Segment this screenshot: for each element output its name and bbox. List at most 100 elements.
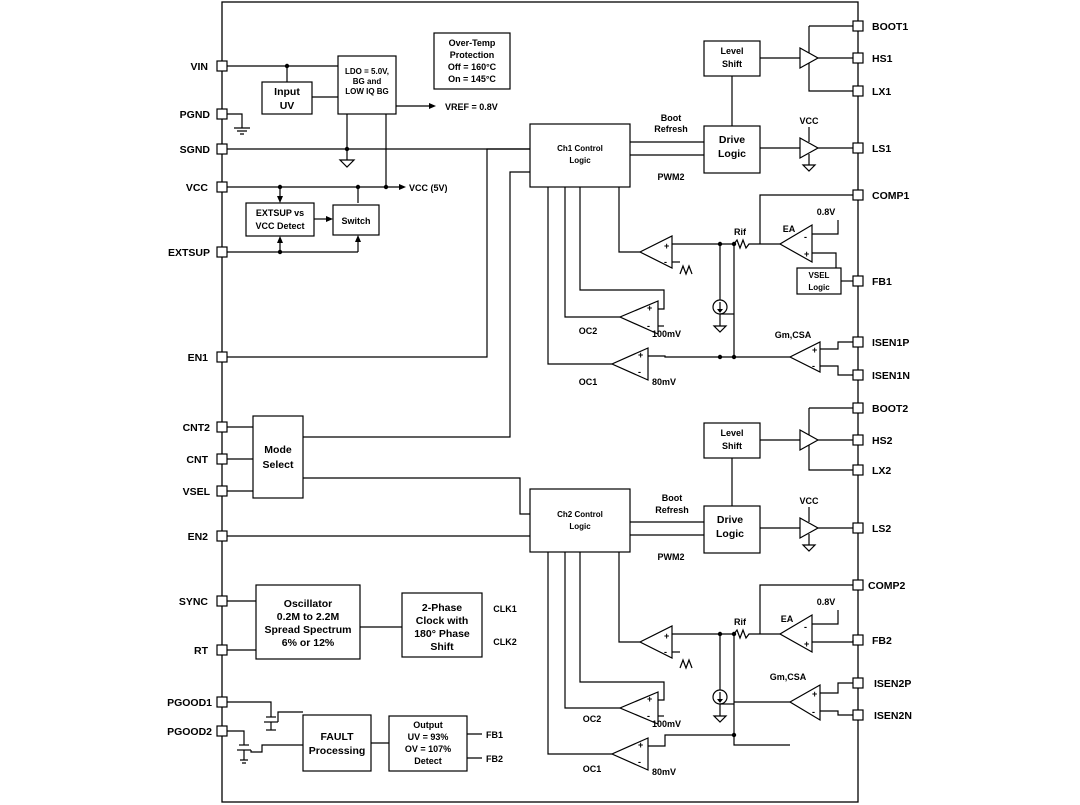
pin-label-isen2n: ISEN2N: [874, 710, 912, 722]
osc-line4: 6% or 12%: [282, 637, 335, 649]
ch1-drive-line2: Logic: [718, 148, 746, 160]
svg-text:-: -: [664, 647, 667, 657]
osc-line2: 0.2M to 2.2M: [277, 611, 340, 623]
osc-line1: Oscillator: [284, 598, 332, 610]
pin-extsup: [216, 246, 228, 258]
ch1-drive-line1: Drive: [719, 134, 745, 146]
ldo-block: [337, 55, 397, 115]
ch2-control-block: [529, 488, 631, 553]
ch2-control-line2: Logic: [569, 522, 591, 531]
pin-label-sync: SYNC: [179, 596, 209, 608]
ch2-boot-refresh-1: Boot: [662, 493, 683, 503]
ch2-pwm2: PWM2: [658, 552, 685, 562]
ch1-control-line2: Logic: [569, 156, 591, 165]
ch2-oc1: OC1: [583, 764, 602, 774]
mode-select-line2: Select: [263, 459, 294, 471]
vcc5v-label: VCC (5V): [409, 183, 448, 193]
two-phase-line2: Clock with: [416, 615, 469, 627]
pin-label-comp2: COMP2: [868, 580, 906, 592]
extsup-detect-line1: EXTSUP vs: [256, 208, 304, 218]
output-fb1: FB1: [486, 730, 503, 740]
pin-label-hs2: HS2: [872, 435, 893, 447]
ch1-08v: 0.8V: [817, 207, 836, 217]
pin-label-rt: RT: [194, 645, 209, 657]
ch1-oc2: OC2: [579, 326, 598, 336]
pin-isen1n: [852, 369, 864, 381]
pin-label-isen2p: ISEN2P: [874, 678, 911, 690]
ch2-vcc-label: VCC: [799, 496, 819, 506]
pin-lx1: [852, 85, 864, 97]
pin-hs1: [852, 52, 864, 64]
ch1-vsel-line1: VSEL: [809, 271, 830, 280]
pin-label-en1: EN1: [188, 352, 209, 364]
overtemp-block: [433, 32, 511, 90]
pin-label-pgood1: PGOOD1: [167, 697, 212, 709]
ch1-boot-refresh-1: Boot: [661, 113, 682, 123]
ch2-gm-csa: Gm,CSA: [770, 672, 807, 682]
ch2-level-shift-line2: Shift: [722, 441, 742, 451]
ch1-rif: Rif: [734, 227, 747, 237]
svg-text:+: +: [804, 249, 809, 259]
ch2-rif: Rif: [734, 617, 747, 627]
pin-label-cnt: CNT: [186, 454, 208, 466]
output-detect-block: [388, 715, 468, 772]
input-uv-block: [261, 81, 313, 115]
ldo-line2: BG and: [353, 77, 382, 86]
pin-isen1p: [852, 336, 864, 348]
svg-text:-: -: [647, 711, 650, 721]
pin-label-fb1: FB1: [872, 276, 892, 288]
pin-label-vsel: VSEL: [183, 486, 211, 498]
output-line3: OV = 107%: [405, 744, 451, 754]
pin-label-vin: VIN: [190, 61, 208, 73]
pin-isen2n: [852, 709, 864, 721]
svg-text:-: -: [647, 321, 650, 331]
ch2-boot-refresh-2: Refresh: [655, 505, 689, 515]
pin-ls2: [852, 522, 864, 534]
svg-text:+: +: [647, 694, 652, 704]
svg-text:+: +: [812, 689, 817, 699]
ch2-drive-line1: Drive: [717, 514, 743, 526]
ch2-section: Ch2 Control Logic Boot Refresh PWM2 Leve…: [529, 407, 854, 777]
ch2-ea: EA: [781, 614, 794, 624]
svg-text:-: -: [812, 707, 815, 717]
ch1-section: Ch1 Control Logic Boot Refresh PWM2 Leve…: [227, 25, 853, 438]
oscillator-block: [255, 584, 361, 660]
ch2-100mv: 100mV: [652, 719, 681, 729]
pin-label-extsup: EXTSUP: [168, 247, 210, 259]
pin-label-vcc: VCC: [186, 182, 209, 194]
switch-label: Switch: [341, 216, 370, 226]
pin-label-isen1p: ISEN1P: [872, 337, 909, 349]
pin-pgnd: [216, 108, 228, 120]
pin-label-lx1: LX1: [872, 86, 891, 98]
ch1-oc1: OC1: [579, 377, 598, 387]
pin-vin: [216, 60, 228, 72]
pin-rt: [216, 644, 228, 656]
two-phase-block: [401, 592, 483, 658]
ch1-vsel-line2: Logic: [808, 283, 830, 292]
two-phase-line3: 180° Phase: [414, 628, 470, 640]
pin-hs2: [852, 434, 864, 446]
pin-label-boot2: BOOT2: [872, 403, 908, 415]
pin-pgood2: [216, 725, 228, 737]
pin-comp1: [852, 189, 864, 201]
chip-outline: [221, 1, 859, 803]
ch2-oc2: OC2: [583, 714, 602, 724]
ch2-level-shift-line1: Level: [720, 428, 743, 438]
pin-label-comp1: COMP1: [872, 190, 910, 202]
pin-fb1: [852, 275, 864, 287]
switch-block: [332, 204, 380, 236]
svg-text:+: +: [812, 345, 817, 355]
pin-boot1: [852, 20, 864, 32]
overtemp-line2: Protection: [450, 50, 495, 60]
right-pins: BOOT1 HS1 LX1 LS1 COMP1 FB1 ISEN1P ISEN1…: [852, 20, 912, 722]
overtemp-line4: On = 145°C: [448, 74, 496, 84]
svg-text:-: -: [804, 232, 807, 242]
ch1-control-line1: Ch1 Control: [557, 144, 603, 153]
pin-label-isen1n: ISEN1N: [872, 370, 910, 382]
ch1-boot-refresh-2: Refresh: [654, 124, 688, 134]
pin-en1: [216, 351, 228, 363]
ch1-gm-csa: Gm,CSA: [775, 330, 812, 340]
pin-ls1: [852, 142, 864, 154]
ch2-80mv: 80mV: [652, 767, 676, 777]
